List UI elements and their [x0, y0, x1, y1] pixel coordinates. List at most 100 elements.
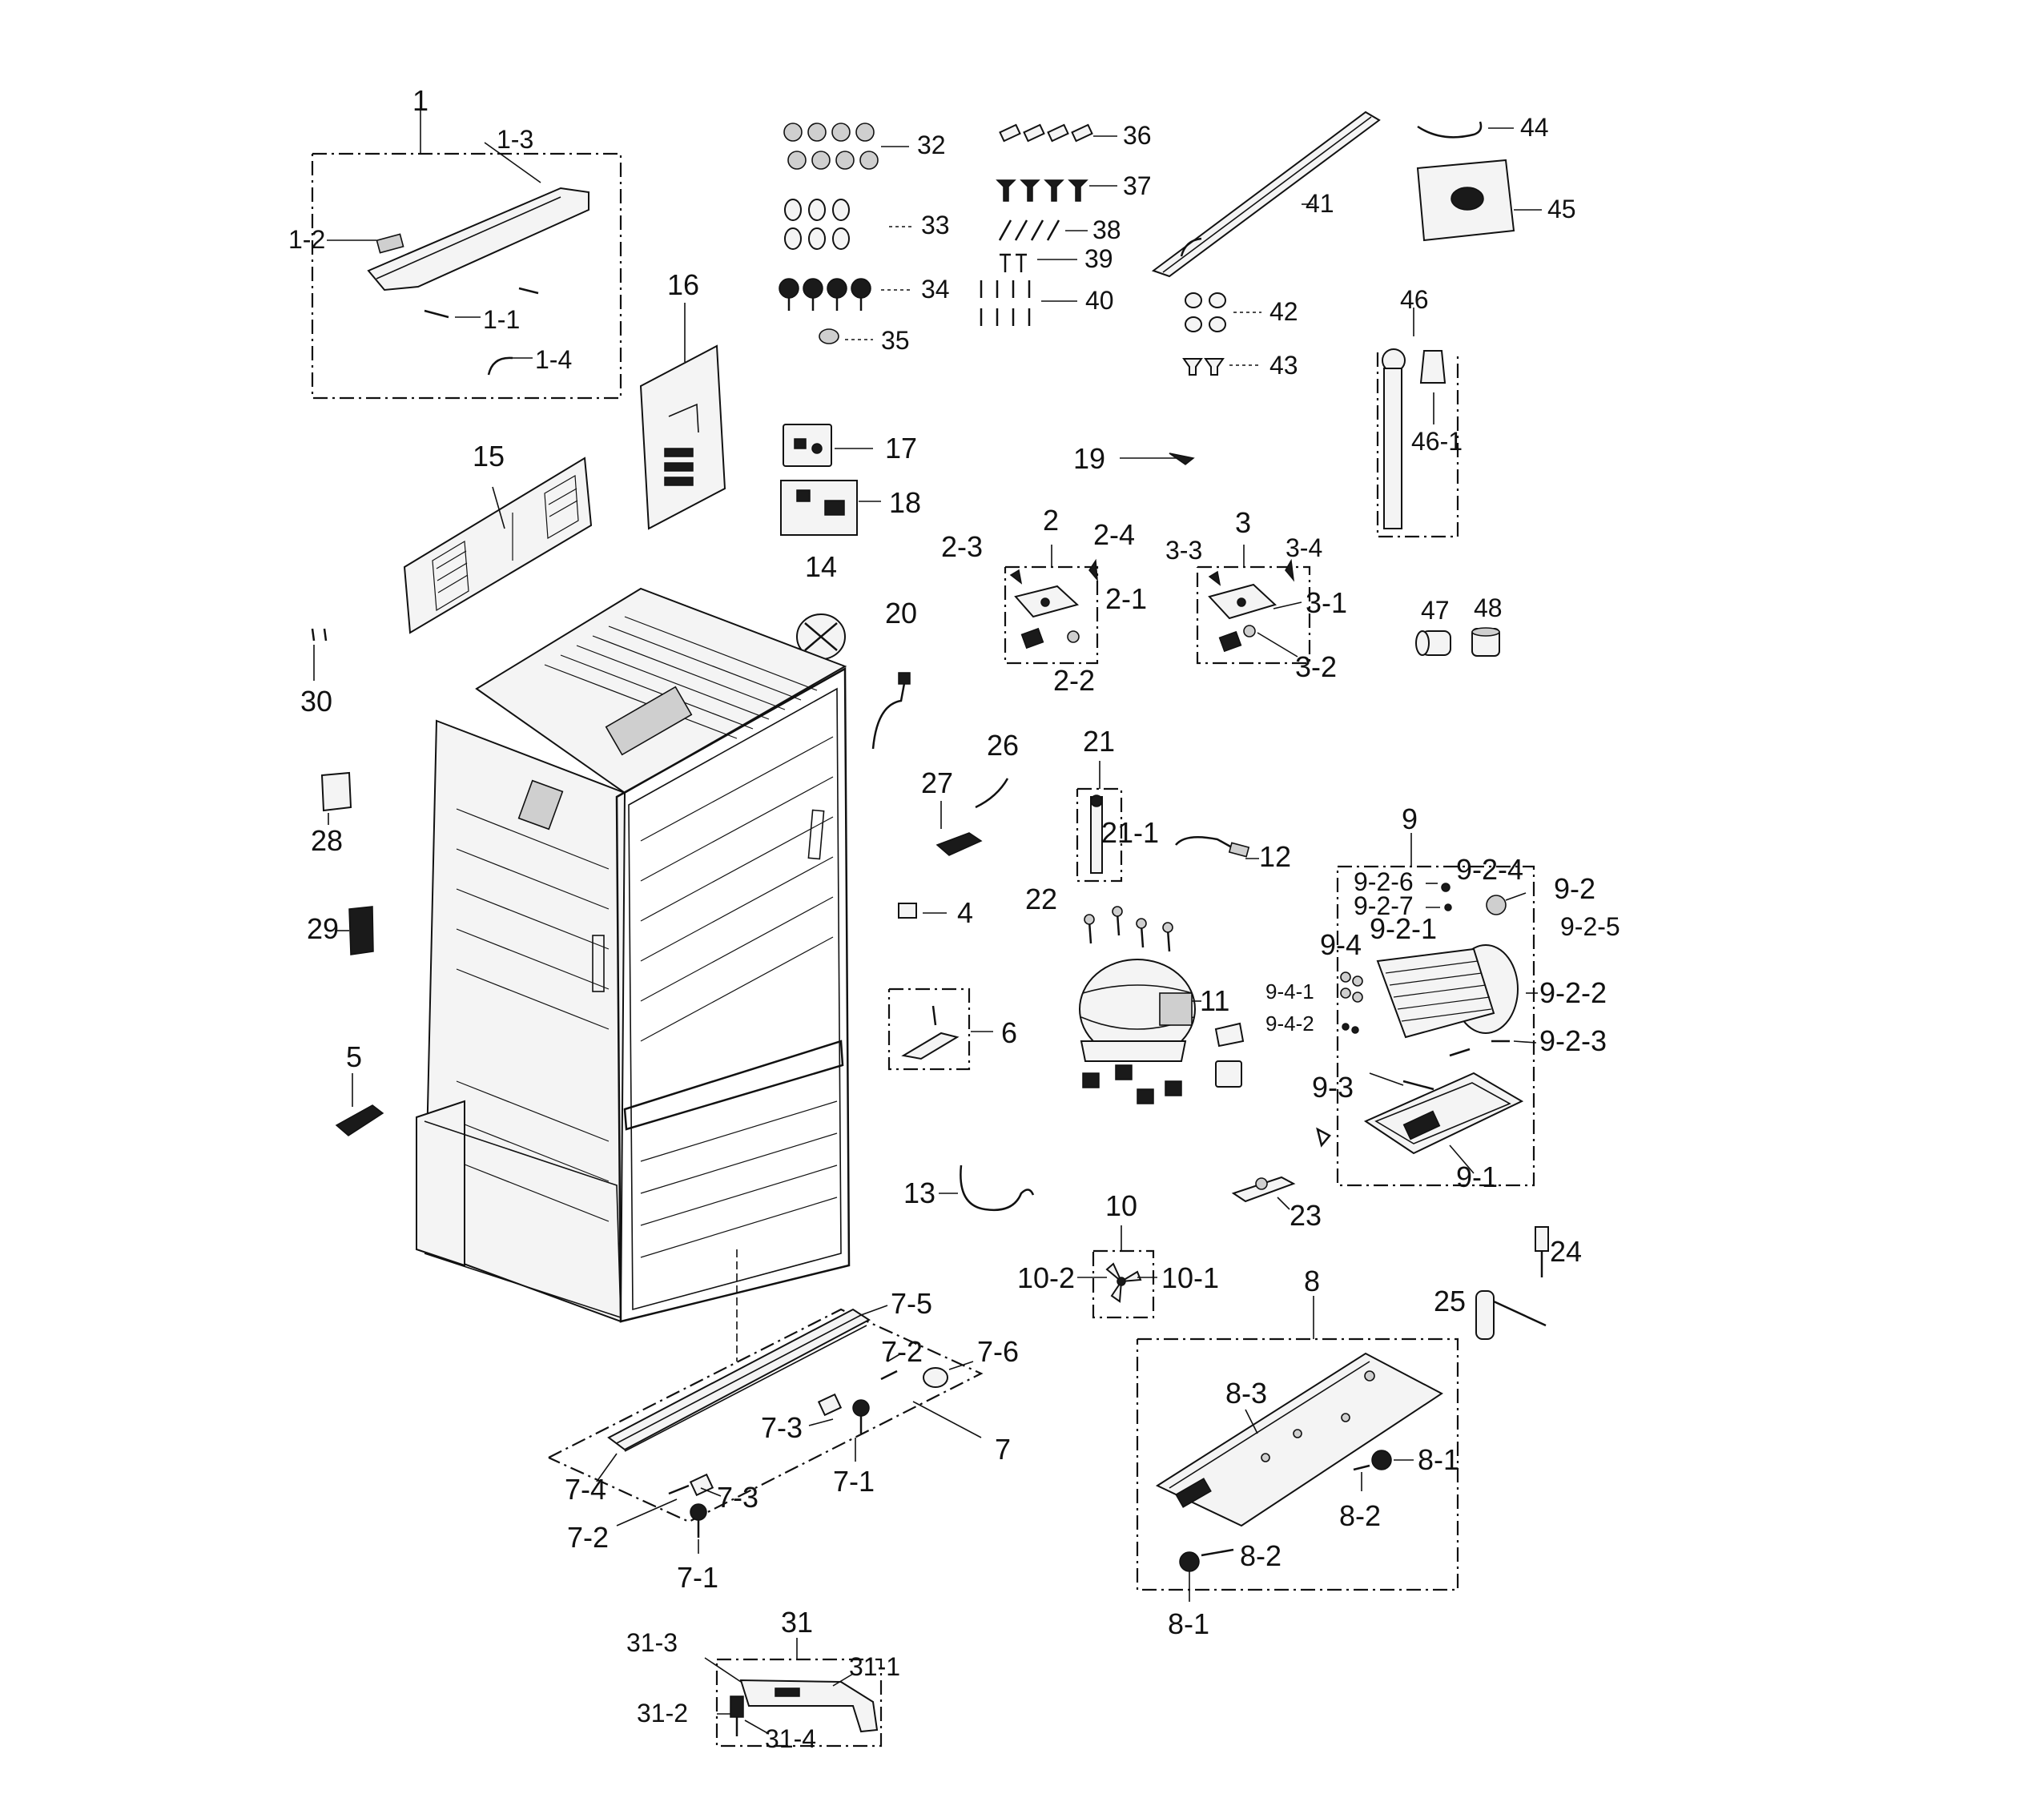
- part-12-harness: [1175, 835, 1259, 859]
- label-9: 9: [1402, 802, 1418, 835]
- part-30-screws: [311, 628, 328, 681]
- label-9-4: 9-4: [1320, 928, 1362, 961]
- label-32: 32: [917, 131, 946, 159]
- part-5-hinge: [335, 1073, 384, 1136]
- label-9-2-3: 9-2-3: [1539, 1024, 1607, 1057]
- label-16: 16: [667, 268, 699, 301]
- label-9-2-1: 9-2-1: [1370, 912, 1437, 945]
- label-33: 33: [921, 211, 950, 239]
- label-2: 2: [1043, 504, 1059, 537]
- label-26: 26: [987, 729, 1019, 762]
- part-37-screws: [996, 179, 1088, 202]
- label-1-4: 1-4: [535, 345, 572, 374]
- part-4-knob: [898, 903, 947, 919]
- label-19: 19: [1073, 442, 1105, 475]
- part-26-wire: [975, 778, 1009, 809]
- part-43-screws: [1182, 358, 1225, 376]
- label-23: 23: [1290, 1199, 1322, 1232]
- label-22: 22: [1025, 883, 1057, 915]
- screw-a: [518, 287, 539, 295]
- label-3: 3: [1235, 506, 1251, 539]
- label-9-2-5: 9-2-5: [1560, 912, 1620, 941]
- assembly-31: [704, 1638, 883, 1748]
- part-40-screws: [980, 280, 1031, 326]
- label-1: 1: [412, 84, 429, 117]
- label-12: 12: [1259, 840, 1291, 873]
- part-42-clips: [1185, 292, 1226, 332]
- label-7-3b: 7-3: [717, 1481, 758, 1514]
- label-8: 8: [1304, 1265, 1320, 1297]
- clip-1-2: [376, 233, 404, 254]
- label-7: 7: [995, 1433, 1011, 1466]
- label-3-4: 3-4: [1286, 533, 1322, 562]
- label-9-4-2: 9-4-2: [1265, 1012, 1314, 1036]
- label-48: 48: [1474, 593, 1503, 622]
- label-27: 27: [921, 766, 953, 799]
- label-9-2-6: 9-2-6: [1354, 867, 1414, 896]
- label-30: 30: [300, 685, 332, 718]
- label-3-2: 3-2: [1295, 650, 1337, 683]
- part-3-bracket-set: [1196, 545, 1311, 665]
- label-24: 24: [1550, 1235, 1582, 1268]
- callout-labels: 1 1-3 1-2 1-1 1-4 32 33 34 35 36 37 38 3…: [288, 84, 1620, 1753]
- label-5: 5: [346, 1040, 362, 1073]
- label-1-2: 1-2: [288, 225, 325, 254]
- assembly-7: [548, 1305, 984, 1554]
- label-14: 14: [805, 550, 837, 583]
- label-8-2b: 8-2: [1240, 1539, 1282, 1572]
- label-9-1: 9-1: [1456, 1160, 1498, 1193]
- part-33-clips: [784, 199, 850, 250]
- part-28-cover: [320, 771, 352, 825]
- label-31-4: 31-4: [765, 1724, 816, 1753]
- part-6-bracket: [887, 987, 993, 1071]
- label-44: 44: [1520, 113, 1549, 142]
- part-27-bracket: [935, 801, 983, 856]
- label-1-3: 1-3: [497, 125, 533, 154]
- part-18-pcb: [780, 480, 881, 536]
- part-35-cap: [819, 328, 839, 344]
- label-2-3: 2-3: [941, 530, 983, 563]
- label-11: 11: [1200, 984, 1229, 1017]
- label-7-1b: 7-1: [677, 1561, 718, 1594]
- label-42: 42: [1269, 297, 1298, 326]
- label-31: 31: [781, 1606, 813, 1639]
- hardware-group: [779, 123, 1261, 376]
- part-23-bracket: [1231, 1176, 1296, 1210]
- label-31-1: 31-1: [849, 1652, 900, 1681]
- label-40: 40: [1085, 286, 1114, 315]
- label-7-3a: 7-3: [761, 1411, 803, 1444]
- label-10: 10: [1105, 1189, 1137, 1222]
- label-7-4: 7-4: [565, 1473, 606, 1506]
- part-19-clip: [1120, 452, 1195, 465]
- label-21: 21: [1083, 725, 1115, 758]
- part-46-filter: [1376, 308, 1459, 538]
- part-25-dryer: [1475, 1290, 1547, 1340]
- label-3-3: 3-3: [1165, 536, 1202, 565]
- label-35: 35: [881, 326, 910, 355]
- part-48-cap: [1471, 627, 1500, 657]
- part-22-screws: [1084, 906, 1173, 952]
- label-10-2: 10-2: [1017, 1261, 1075, 1294]
- part-47-cap: [1415, 630, 1451, 656]
- label-21-1: 21-1: [1101, 816, 1159, 849]
- label-7-2b: 7-2: [567, 1521, 609, 1554]
- wire-1-4: [487, 356, 513, 376]
- label-29: 29: [307, 912, 339, 945]
- label-9-4-1: 9-4-1: [1265, 979, 1314, 1004]
- screw-1-1: [424, 309, 449, 319]
- part-15-cover: [403, 457, 593, 634]
- label-39: 39: [1084, 244, 1113, 273]
- label-18: 18: [889, 486, 921, 519]
- part-16-panel: [639, 303, 726, 530]
- part-45-housing: [1416, 159, 1542, 242]
- part-13-tube: [939, 1164, 1035, 1212]
- label-46-1: 46-1: [1411, 427, 1463, 456]
- assembly-1: [311, 108, 622, 400]
- label-7-2a: 7-2: [881, 1335, 923, 1368]
- part-38-pins: [998, 219, 1060, 241]
- label-15: 15: [473, 440, 505, 473]
- label-46: 46: [1400, 285, 1429, 314]
- label-31-3: 31-3: [626, 1628, 678, 1657]
- label-45: 45: [1547, 195, 1576, 223]
